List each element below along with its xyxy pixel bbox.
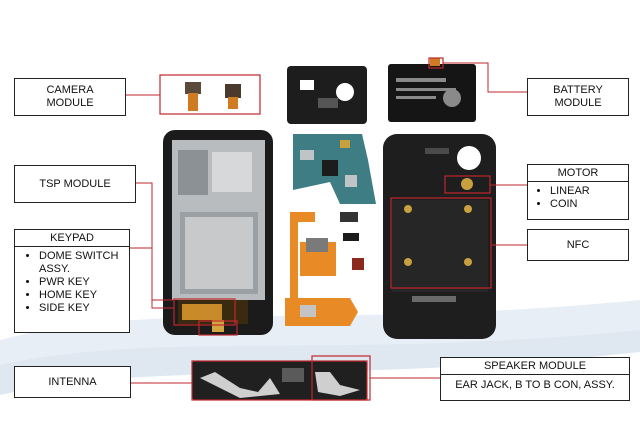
intenna-highlight bbox=[191, 360, 368, 401]
tsp-leader bbox=[136, 182, 174, 301]
battery-leader bbox=[443, 62, 527, 93]
intenna-label-text: INTENNA bbox=[48, 375, 97, 388]
battery-label-line-2: MODULE bbox=[554, 97, 602, 109]
nfc-label-text: NFC bbox=[566, 238, 590, 251]
midframe-top bbox=[287, 66, 367, 124]
motor-label: MOTOR LINEAR COIN bbox=[527, 164, 629, 220]
nfc-label: NFC bbox=[527, 229, 629, 261]
flex-cables bbox=[285, 212, 364, 326]
keypad-label: KEYPAD DOME SWITCH ASSY. PWR KEY HOME KE… bbox=[14, 229, 130, 333]
battery-label-line-1: BATTERY bbox=[553, 84, 603, 96]
motor-item-linear: LINEAR bbox=[550, 185, 628, 198]
keypad-item-side-key: SIDE KEY bbox=[39, 302, 129, 315]
nfc-highlight bbox=[390, 197, 492, 289]
keypad-item-dome-switch: DOME SWITCH ASSY. bbox=[39, 250, 129, 276]
intenna-label: INTENNA bbox=[14, 366, 131, 398]
tsp-module-label: TSP MODULE bbox=[14, 165, 136, 203]
keypad-leader bbox=[130, 247, 174, 309]
speaker-module-label: SPEAKER MODULE EAR JACK, B TO B CON, ASS… bbox=[440, 357, 630, 401]
tsp-label-text: TSP MODULE bbox=[39, 177, 111, 190]
keypad-item-pwr-key: PWR KEY bbox=[39, 276, 129, 289]
keypad-item-home-key: HOME KEY bbox=[39, 289, 129, 302]
camera-highlight bbox=[159, 74, 261, 115]
motor-title: MOTOR bbox=[528, 165, 628, 182]
small-part-1 bbox=[340, 212, 358, 222]
keypad-highlight-1 bbox=[173, 298, 236, 326]
small-part-2 bbox=[343, 233, 359, 241]
speaker-title: SPEAKER MODULE bbox=[441, 358, 629, 375]
keypad-title: KEYPAD bbox=[15, 230, 129, 247]
camera-label-line-2: MODULE bbox=[46, 97, 94, 109]
leader-lines bbox=[126, 62, 527, 384]
antenna-speaker-strip bbox=[192, 361, 367, 400]
camera-label-line-1: CAMERA bbox=[46, 84, 94, 96]
motor-list: LINEAR COIN bbox=[528, 182, 628, 211]
back-cover bbox=[383, 134, 496, 339]
front-panel bbox=[163, 130, 273, 335]
motherboard bbox=[293, 134, 376, 204]
motor-item-coin: COIN bbox=[550, 198, 628, 211]
keypad-list: DOME SWITCH ASSY. PWR KEY HOME KEY SIDE … bbox=[15, 247, 129, 315]
battery-part bbox=[388, 58, 476, 122]
camera-parts bbox=[185, 82, 241, 111]
keypad-highlight-2 bbox=[198, 320, 238, 336]
speaker-detail: EAR JACK, B TO B CON, ASSY. bbox=[455, 379, 615, 391]
